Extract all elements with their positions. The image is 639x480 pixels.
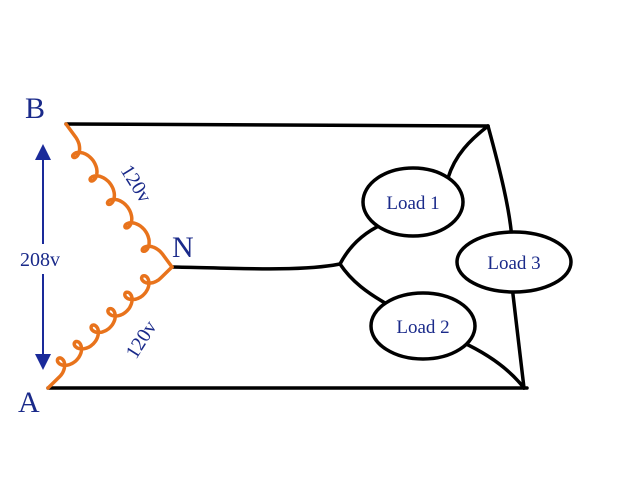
load-1-label: Load 1 bbox=[386, 193, 439, 214]
line-b-wire bbox=[64, 122, 490, 128]
load-3-ellipse bbox=[455, 230, 573, 294]
lower-phase-coil bbox=[46, 265, 174, 390]
load-3-label: Load 3 bbox=[487, 253, 540, 274]
load3-to-bottom-wire bbox=[510, 284, 526, 390]
load-2-label: Load 2 bbox=[396, 317, 449, 338]
top-right-drop-wire bbox=[486, 124, 514, 242]
lower-phase-voltage-label: 120v bbox=[122, 317, 162, 363]
node-b-label: B bbox=[25, 92, 45, 125]
node-n-label: N bbox=[172, 231, 194, 264]
load2-to-bottom-wire bbox=[460, 340, 526, 390]
voltage-label-gap bbox=[18, 244, 70, 274]
node-a-label: A bbox=[18, 386, 40, 419]
top-to-load1-wire bbox=[446, 124, 490, 180]
line-voltage-label: 208v bbox=[20, 249, 60, 271]
load-2-ellipse bbox=[369, 291, 477, 361]
load-1-ellipse bbox=[361, 166, 465, 238]
upper-phase-coil bbox=[64, 122, 174, 269]
upper-phase-voltage-label: 120v bbox=[116, 161, 156, 207]
neutral-to-load1-wire bbox=[338, 222, 385, 266]
neutral-to-load2-wire bbox=[338, 262, 387, 305]
neutral-wire bbox=[170, 262, 342, 271]
